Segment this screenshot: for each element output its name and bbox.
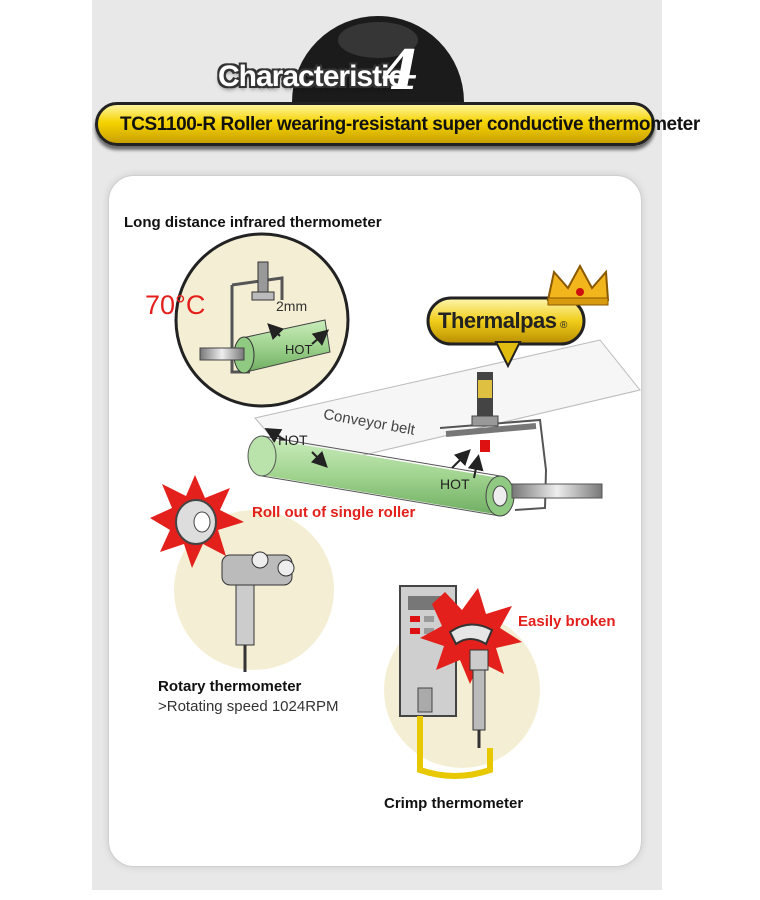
infrared-label: Long distance infrared thermometer — [124, 214, 382, 231]
banner-text: TCS1100-R Roller wearing-resistant super… — [120, 114, 700, 135]
hot-arrow-sensor-1 — [451, 449, 471, 469]
badge-number: 4 — [382, 38, 420, 102]
sensor-bracket — [439, 418, 548, 511]
title-badge-highlight — [338, 22, 418, 58]
conveyor-hot-sensor: HOT — [440, 476, 470, 492]
rotary-detail: >Rotating speed 1024RPM — [158, 698, 339, 715]
title-badge-shape — [292, 16, 464, 102]
hot-arrow-left-1 — [264, 427, 286, 443]
thermalpas-sensor — [471, 372, 499, 452]
rotary-name: Rotary thermometer — [158, 678, 302, 695]
conveyor-hot-left: HOT — [278, 432, 308, 448]
brand-name: Thermalpas — [438, 308, 557, 333]
infrared-hot-label: HOT — [285, 342, 313, 357]
infrared-circle — [174, 232, 350, 408]
hot-arrow-sensor-2 — [467, 454, 484, 479]
rotary-circle — [150, 475, 334, 672]
crimp-name: Crimp thermometer — [384, 795, 524, 812]
roller-shaft — [511, 483, 603, 499]
brand-pill-pointer — [494, 341, 522, 369]
title-banner: TCS1100-R Roller wearing-resistant super… — [95, 102, 700, 146]
infrared-temperature: 70°C — [145, 290, 206, 320]
infrared-gap: 2mm — [276, 298, 308, 314]
hot-arrow-left-2 — [310, 450, 328, 468]
badge-title: Characteristic — [218, 60, 405, 93]
rotary-warning: Roll out of single roller — [252, 504, 416, 521]
crimp-warning: Easily broken — [518, 613, 616, 630]
crown-icon — [546, 263, 610, 306]
crimp-circle — [384, 585, 540, 779]
brand-registered-mark: ® — [560, 320, 568, 331]
